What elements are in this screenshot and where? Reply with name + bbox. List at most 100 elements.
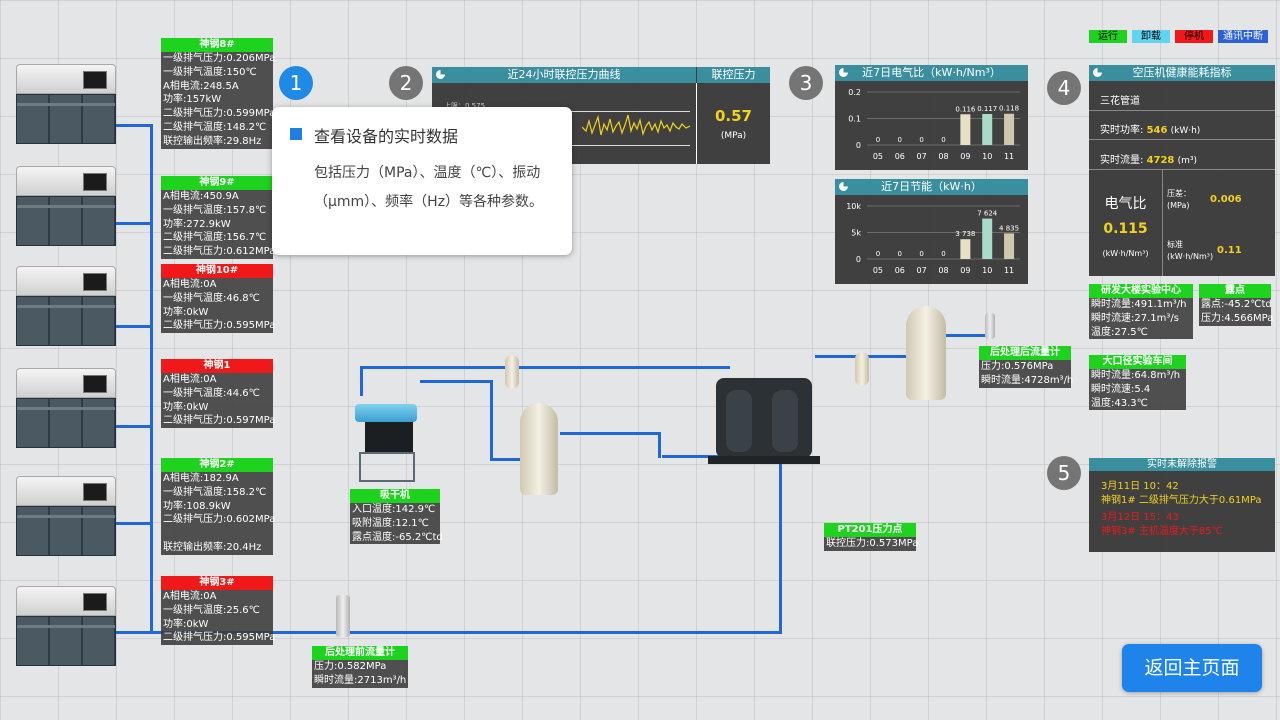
compressor-data-9[interactable]: 神钢9# A相电流:450.9A 一级排气温度:157.8℃ 功率:272.9k… — [161, 176, 276, 259]
x-tick-label: 11 — [1004, 152, 1014, 161]
x-tick-label: 09 — [960, 266, 970, 275]
compressor-title: 神钢9# — [161, 176, 273, 190]
dryer-data-box[interactable]: 吸干机 入口温度:142.9℃ 吸附温度:12.1℃ 露点温度:-65.2℃td — [350, 489, 443, 545]
flow-meter-pre[interactable] — [336, 595, 350, 637]
data-label: 0.116 — [955, 105, 976, 113]
pt201-box[interactable]: PT201压力点 联控压力:0.573MPa — [824, 523, 919, 551]
data-row: A相电流:450.9A — [163, 191, 239, 202]
filter-2 — [855, 352, 869, 386]
box-title: 后处理后流量计 — [979, 346, 1071, 360]
data-row: 露点温度:-65.2℃td — [352, 531, 443, 543]
data-row: 功率:272.9kW — [163, 218, 231, 230]
compressor-1[interactable] — [16, 368, 116, 450]
lab-workshop-box[interactable]: 大口径实验车间 瞬时流量:64.8m³/h 瞬时流速:5.4 温度:43.3℃ — [1089, 355, 1186, 411]
alarm-panel[interactable]: 实时未解除报警 3月11日 10：42 神钢1# 二级排气压力大于0.61MPa… — [1089, 458, 1275, 552]
legend-stopped: 停机 — [1175, 30, 1213, 43]
data-row: A相电流:0A — [163, 591, 217, 602]
pipe-tank-h — [420, 380, 492, 383]
step-3-badge[interactable]: 3 — [789, 66, 823, 100]
data-row: 二级排气压力:0.595MPa — [163, 320, 276, 332]
data-row: 瞬时流速:27.1m³/s — [1091, 312, 1179, 324]
compressor-data-3[interactable]: 神钢3# A相电流:0A 一级排气温度:25.6℃ 功率:0kW 二级排气压力:… — [161, 576, 275, 646]
alarm-text: 神钢1# 二级排气压力大于0.61MPa — [1101, 495, 1262, 506]
data-row — [161, 527, 273, 541]
ratio-value: 0.115 — [1103, 221, 1148, 237]
bar — [960, 239, 971, 259]
pipe-top — [360, 366, 730, 369]
data-row: A相电流:182.9A — [163, 473, 239, 484]
pipe-branch — [112, 425, 152, 428]
compressor-data-10[interactable]: 神钢10# A相电流:0A 一级排气温度:46.8℃ 功率:0kW 二级排气压力… — [161, 264, 276, 334]
x-tick-label: 07 — [917, 266, 927, 275]
step-5-badge[interactable]: 5 — [1047, 456, 1081, 490]
pipe-branch — [112, 124, 152, 127]
data-row: 压力:0.582MPa — [314, 661, 387, 672]
alarm-title: 实时未解除报警 — [1089, 458, 1275, 471]
x-tick-label: 05 — [873, 152, 883, 161]
data-row: 二级排气温度:156.7℃ — [163, 232, 267, 244]
legend-unloaded: 卸载 — [1132, 30, 1170, 43]
filter-1 — [505, 355, 519, 389]
compressor-8[interactable] — [16, 64, 116, 146]
tooltip-body: 包括压力（MPa）、温度（℃）、振动（μmm）、频率（Hz）等各种参数。 — [314, 165, 544, 210]
compressor-title: 神钢3# — [161, 576, 273, 590]
flow-meter-post[interactable] — [985, 313, 995, 339]
pressure-curve-line — [582, 114, 691, 137]
data-row: 功率:0kW — [163, 306, 209, 318]
data-row: A相电流:248.5A — [163, 80, 239, 92]
data-row: 二级排气压力:0.612MPa — [163, 246, 276, 258]
rd-center-box[interactable]: 研发大楼实验中心 瞬时流量:491.1m³/h 瞬时流速:27.1m³/s 温度… — [1089, 284, 1193, 340]
data-label: 0 — [941, 136, 945, 144]
compressor-data-8[interactable]: 神钢8# 一级排气压力:0.206MPa 一级排气温度:150℃ A相电流:24… — [161, 38, 276, 149]
compressor-2[interactable] — [16, 476, 116, 558]
compressor-data-1[interactable]: 神钢1 A相电流:0A 一级排气温度:44.6℃ 功率:0kW 二级排气压力:0… — [161, 359, 275, 429]
step-2-badge[interactable]: 2 — [389, 66, 423, 100]
upper-limit-label: 上限：0.575 — [444, 102, 486, 110]
data-row: 功率:157kW — [163, 94, 222, 106]
step-1-badge[interactable]: 1 — [279, 66, 313, 100]
data-label: 0 — [898, 136, 902, 144]
compressor-9[interactable] — [16, 166, 116, 248]
x-tick-label: 11 — [1004, 266, 1014, 275]
box-title: 露点 — [1199, 284, 1271, 298]
dew-point-box[interactable]: 露点 露点:-45.2℃td 压力:4.566MPa — [1199, 284, 1273, 326]
box-title: 研发大楼实验中心 — [1089, 284, 1193, 298]
data-label: 0.117 — [977, 105, 997, 113]
data-row: 温度:27.5℃ — [1091, 326, 1148, 338]
linked-pressure-title: 联控压力 — [697, 67, 770, 83]
std-value: 0.11 — [1217, 245, 1242, 256]
main-pipe — [112, 631, 782, 634]
dryer-skid[interactable] — [708, 370, 820, 466]
post-flow-meter-box[interactable]: 后处理后流量计 压力:0.576MPa 瞬时流量:4728m³/h — [979, 346, 1073, 388]
adsorption-dryer[interactable] — [355, 398, 419, 484]
bar — [982, 113, 993, 145]
divider — [1089, 169, 1275, 170]
health-energy-panel[interactable]: 空压机健康能耗指标 三花管道 实时功率: 546 (kW·h) 实时流量: 47… — [1089, 65, 1275, 276]
data-row: 一级排气压力:0.206MPa — [163, 53, 276, 64]
x-tick-label: 06 — [895, 152, 905, 161]
compressor-10[interactable] — [16, 266, 116, 348]
pipe-tank-out-v — [658, 432, 661, 458]
data-row: 联控输出频率:29.8Hz — [163, 135, 262, 147]
data-row: 温度:43.3℃ — [1091, 397, 1148, 409]
back-to-home-button[interactable]: 返回主页面 — [1122, 644, 1262, 692]
x-tick-label: 07 — [917, 152, 927, 161]
pie-chart-icon — [839, 68, 848, 77]
compressor-data-2[interactable]: 神钢2# A相电流:182.9A 一级排气温度:158.2℃ 功率:108.9k… — [161, 458, 275, 555]
air-tank-1[interactable] — [520, 403, 558, 495]
step-4-badge[interactable]: 4 — [1047, 71, 1081, 105]
bar — [1004, 113, 1015, 145]
pie-chart-icon — [839, 182, 848, 191]
divider — [1089, 110, 1275, 111]
air-tank-2[interactable] — [906, 306, 946, 400]
pre-flow-meter-box[interactable]: 后处理前流量计 压力:0.582MPa 瞬时流量:2713m³/h — [312, 646, 408, 688]
pressure-curve-title: 近24小时联控压力曲线 — [432, 67, 696, 83]
data-row: 联控压力:0.573MPa — [826, 538, 919, 549]
pipe-branch — [112, 325, 152, 328]
data-row: 功率:108.9kW — [163, 500, 231, 512]
location-label: 三花管道 — [1100, 96, 1140, 107]
compressor-3[interactable] — [16, 586, 116, 668]
